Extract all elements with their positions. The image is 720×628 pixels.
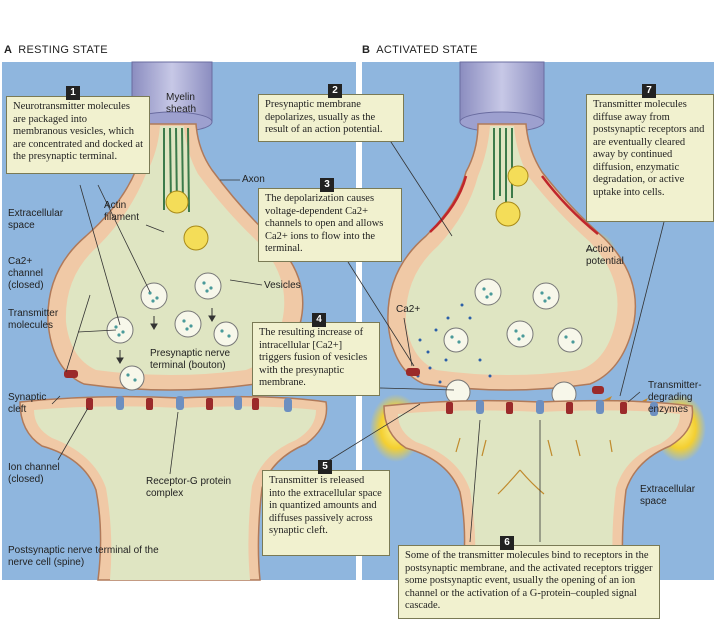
postsynaptic-cytoplasm-b: [398, 410, 680, 580]
callout-5-text: Transmitter is released into the extrace…: [269, 475, 382, 536]
label-extracellular-space-right: Extracellular space: [640, 484, 710, 508]
label-ion-channel-text: Ion channel (closed): [8, 462, 60, 485]
panel-a-title-text: RESTING STATE: [18, 44, 108, 56]
label-extracellular-space-left: Extracellular space: [8, 208, 74, 232]
panel-b-title: B ACTIVATED STATE: [362, 44, 478, 56]
label-synaptic-cleft: Synaptic cleft: [8, 392, 60, 416]
presynaptic-cytoplasm-b: [405, 126, 618, 375]
callout-4: The resulting increase of intracellular …: [252, 322, 380, 396]
callout-1-number: 1: [66, 86, 80, 100]
callout-4-text: The resulting increase of intracellular …: [259, 327, 368, 388]
callout-3-number: 3: [320, 178, 334, 192]
callout-6-text: Some of the transmitter molecules bind t…: [405, 550, 653, 611]
label-transmitter-degrading-text: Transmitter-degrading enzymes: [648, 380, 702, 415]
panel-divider: [356, 62, 362, 580]
callout-5-number: 5: [318, 460, 332, 474]
panel-a-title: A RESTING STATE: [4, 44, 108, 56]
postsynaptic-cytoplasm-a: [34, 406, 316, 580]
callout-2-number: 2: [328, 84, 342, 98]
callout-7-number: 7: [642, 84, 656, 98]
callout-3-text: The depolarization causes voltage-depend…: [265, 193, 384, 254]
label-ca-channel: Ca2+ channel (closed): [8, 256, 64, 292]
callout-5: Transmitter is released into the extrace…: [262, 470, 390, 556]
label-myelin-sheath-text: Myelin sheath: [166, 92, 197, 115]
label-action-potential: Action potential: [586, 244, 634, 268]
label-transmitter-molecules-text: Transmitter molecules: [8, 308, 59, 331]
callout-6: Some of the transmitter molecules bind t…: [398, 545, 660, 619]
label-vesicles: Vesicles: [264, 280, 301, 291]
callout-2-text: Presynaptic membrane depolarizes, usuall…: [265, 99, 383, 135]
label-axon: Axon: [242, 174, 265, 185]
label-myelin-sheath: Myelin sheath: [166, 92, 212, 116]
panel-b-letter: B: [362, 44, 371, 56]
panel-a-art: [19, 61, 328, 581]
label-receptor-g-protein: Receptor-G protein complex: [146, 476, 234, 500]
callout-7: Transmitter molecules diffuse away from …: [586, 94, 714, 222]
label-extracellular-space-left-text: Extracellular space: [8, 208, 64, 231]
panel-b-art: [319, 61, 706, 581]
ca-channel-b-right: [592, 386, 604, 394]
panel-a-letter: A: [4, 44, 13, 56]
callout-3: The depolarization causes voltage-depend…: [258, 188, 402, 262]
ca-channel-a: [64, 370, 78, 378]
callout-1-text: Neurotransmitter molecules are packaged …: [13, 101, 144, 162]
label-postsynaptic-terminal: Postsynaptic nerve terminal of the nerve…: [8, 545, 178, 569]
label-postsynaptic-terminal-text: Postsynaptic nerve terminal of the nerve…: [8, 545, 159, 568]
callout-4-number: 4: [312, 313, 326, 327]
ca-channel-b-left: [406, 368, 420, 376]
label-actin-filament-text: Actin filament: [104, 200, 140, 223]
label-presynaptic-terminal-text: Presynaptic nerve terminal (bouton): [150, 348, 231, 371]
label-extracellular-space-right-text: Extracellular space: [640, 484, 696, 507]
callout-1: Neurotransmitter molecules are packaged …: [6, 96, 150, 174]
presynaptic-cytoplasm-a: [65, 126, 285, 375]
label-ion-channel: Ion channel (closed): [8, 462, 64, 486]
label-transmitter-molecules: Transmitter molecules: [8, 308, 78, 332]
label-ca-channel-text: Ca2+ channel (closed): [8, 256, 44, 291]
callout-6-number: 6: [500, 536, 514, 550]
label-presynaptic-terminal: Presynaptic nerve terminal (bouton): [150, 348, 250, 372]
label-ca2: Ca2+: [396, 304, 421, 315]
label-synaptic-cleft-text: Synaptic cleft: [8, 392, 47, 415]
panel-b-title-text: ACTIVATED STATE: [376, 44, 478, 56]
label-actin-filament: Actin filament: [104, 200, 144, 224]
label-transmitter-degrading: Transmitter-degrading enzymes: [648, 380, 714, 416]
callout-7-text: Transmitter molecules diffuse away from …: [593, 99, 705, 198]
label-receptor-g-protein-text: Receptor-G protein complex: [146, 476, 232, 499]
label-action-potential-text: Action potential: [586, 244, 624, 267]
callout-2: Presynaptic membrane depolarizes, usuall…: [258, 94, 404, 142]
